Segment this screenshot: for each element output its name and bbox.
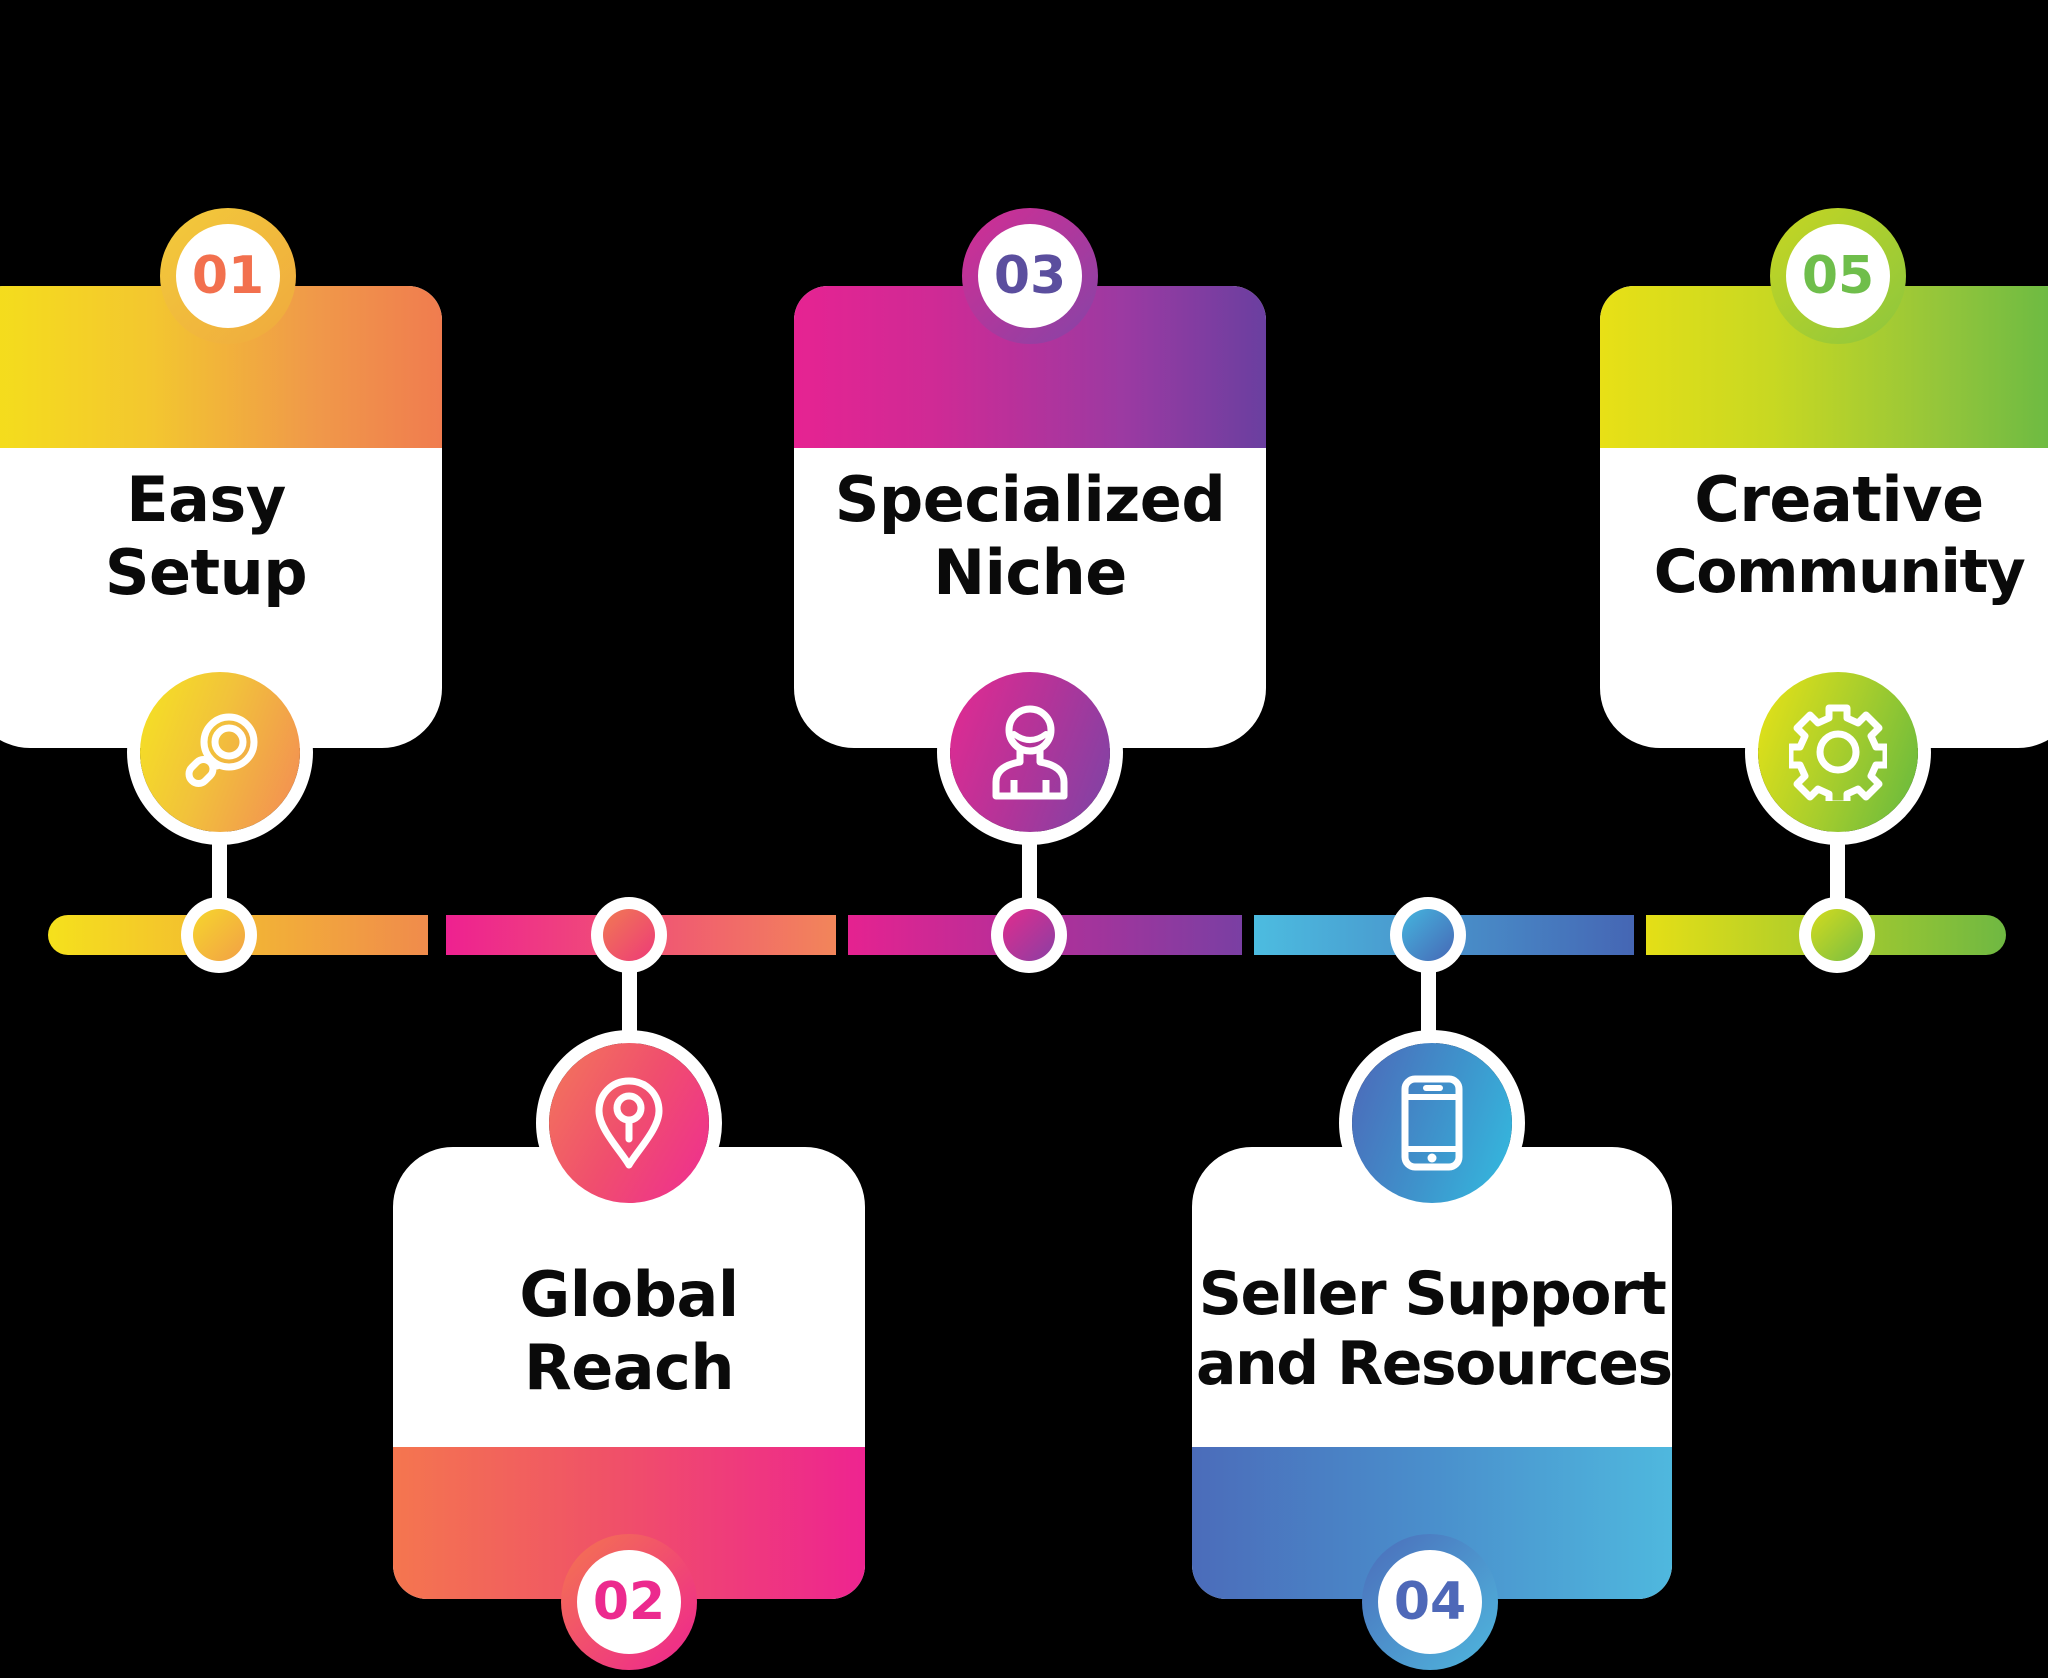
gear-icon <box>1789 704 1887 801</box>
timeline-node-01[interactable] <box>181 897 257 973</box>
timeline-node-03[interactable] <box>991 897 1067 973</box>
step-number-05: 05 <box>1801 246 1875 306</box>
timeline-node-dot-03 <box>1003 909 1055 961</box>
badge-inner-02: 02 <box>577 1550 681 1654</box>
card-body-03: Specialized Niche <box>794 286 1266 748</box>
step-number-04: 04 <box>1393 1572 1467 1632</box>
card-title-line-2: Reach <box>523 1330 735 1404</box>
timeline-node-02[interactable] <box>591 897 667 973</box>
step-card-03[interactable]: Specialized Niche <box>794 286 1266 748</box>
step-card-04[interactable]: Seller Support and Resources <box>1192 1147 1672 1599</box>
card-body-05: Creative Community <box>1600 286 2048 748</box>
user-person-icon <box>992 705 1068 800</box>
step-number-badge-01: 01 <box>160 208 296 344</box>
card-title-line-2: Niche <box>933 535 1127 609</box>
card-title-02: Global Reach <box>393 1258 865 1404</box>
card-title-line-2: Community <box>1653 536 2026 607</box>
location-pin-icon-circle-02[interactable] <box>549 1043 709 1203</box>
timeline-node-05[interactable] <box>1799 897 1875 973</box>
card-title-04: Seller Support and Resources <box>1192 1259 1672 1399</box>
step-card-02[interactable]: Global Reach <box>393 1147 865 1599</box>
card-title-line-1: Creative <box>1694 463 1984 536</box>
card-body-01: Easy Setup <box>0 286 442 748</box>
location-pin-icon <box>595 1077 663 1169</box>
timeline-node-dot-01 <box>193 909 245 961</box>
card-body-02: Global Reach <box>393 1147 865 1599</box>
step-card-01[interactable]: Easy Setup <box>0 286 442 748</box>
step-number-02: 02 <box>592 1572 666 1632</box>
user-person-icon-circle-03[interactable] <box>950 672 1110 832</box>
magnifier-icon <box>185 713 258 787</box>
timeline-node-04[interactable] <box>1390 897 1466 973</box>
timeline-node-dot-04 <box>1402 909 1454 961</box>
badge-inner-03: 03 <box>978 224 1082 328</box>
card-title-line-1: Seller Support <box>1198 1259 1667 1329</box>
badge-inner-01: 01 <box>176 224 280 328</box>
card-title-line-2: and Resources <box>1196 1329 1672 1400</box>
badge-inner-05: 05 <box>1786 224 1890 328</box>
mobile-phone-icon <box>1401 1075 1463 1171</box>
magnifier-icon-circle-01[interactable] <box>140 672 300 832</box>
timeline-node-dot-02 <box>603 909 655 961</box>
step-number-badge-02: 02 <box>561 1534 697 1670</box>
card-title-line-1: Specialized <box>834 463 1226 536</box>
card-title-line-1: Easy <box>126 463 286 536</box>
card-title-03: Specialized Niche <box>794 463 1266 609</box>
step-number-badge-03: 03 <box>962 208 1098 344</box>
timeline-node-dot-05 <box>1811 909 1863 961</box>
badge-inner-04: 04 <box>1378 1550 1482 1654</box>
gear-icon-circle-05[interactable] <box>1758 672 1918 832</box>
card-title-05: Creative Community <box>1600 463 2048 607</box>
card-title-line-2: Setup <box>104 535 308 609</box>
step-number-01: 01 <box>191 246 265 306</box>
step-card-05[interactable]: Creative Community <box>1600 286 2048 748</box>
step-number-badge-04: 04 <box>1362 1534 1498 1670</box>
card-body-04: Seller Support and Resources <box>1192 1147 1672 1599</box>
card-title-01: Easy Setup <box>0 463 442 609</box>
mobile-phone-icon-circle-04[interactable] <box>1352 1043 1512 1203</box>
step-number-badge-05: 05 <box>1770 208 1906 344</box>
step-number-03: 03 <box>993 246 1067 306</box>
card-title-line-1: Global <box>519 1258 739 1331</box>
